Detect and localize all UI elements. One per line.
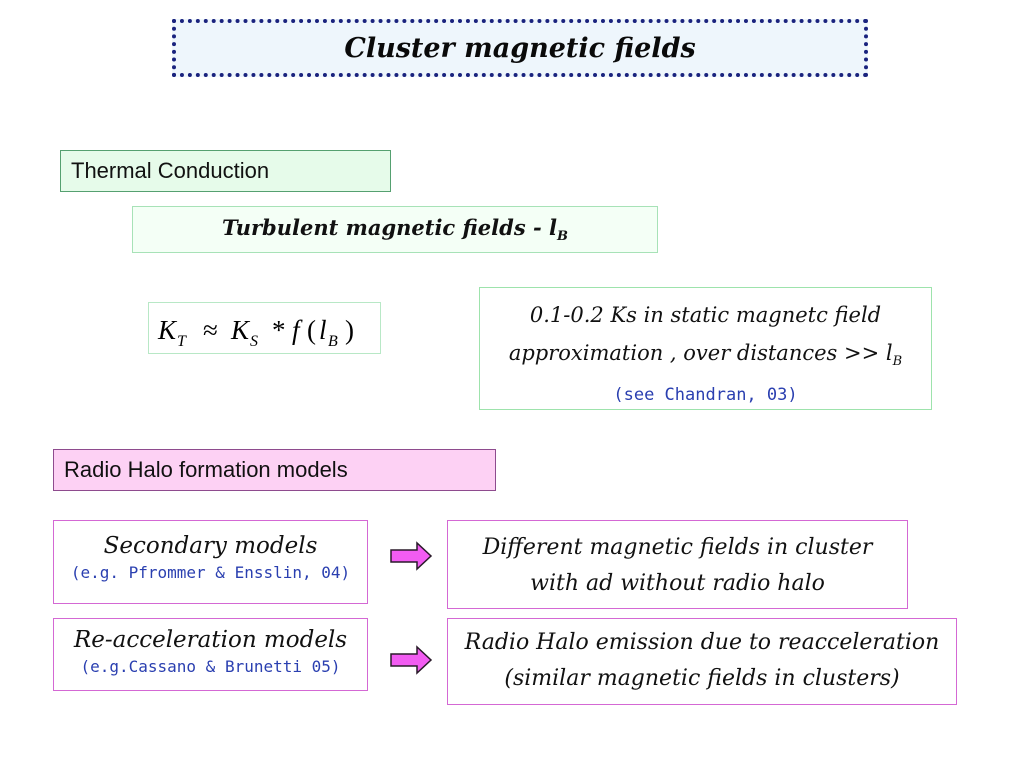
conductivity-formula: K T ≈ K S * f ( l B ) bbox=[157, 315, 354, 350]
conductivity-note-line-2-text: approximation , over distances >> l bbox=[508, 341, 893, 365]
conductivity-reference: (see Chandran, 03) bbox=[613, 385, 798, 406]
secondary-outcome-line-2: with ad without radio halo bbox=[530, 571, 825, 596]
turbulent-fields-text: Turbulent magnetic fields - l bbox=[222, 214, 557, 240]
reacceleration-models-title: Re-acceleration models bbox=[73, 627, 348, 653]
slide-title: Cluster magnetic fields bbox=[344, 32, 696, 64]
conductivity-note-box: 0.1-0.2 Ks in static magnetc field appro… bbox=[479, 287, 932, 410]
conductivity-note-line-1: 0.1-0.2 Ks in static magnetc field bbox=[529, 303, 882, 327]
formula-sub-t: T bbox=[177, 333, 187, 350]
conductivity-note-line-2: approximation , over distances >> lB bbox=[480, 334, 931, 381]
reacceleration-models-box: Re-acceleration models (e.g.Cassano & Br… bbox=[53, 618, 368, 691]
radio-halo-header: Radio Halo formation models bbox=[53, 449, 496, 491]
slide-title-box: Cluster magnetic fields bbox=[172, 19, 868, 77]
formula-rparen: ) bbox=[345, 315, 354, 345]
secondary-outcome-line-1: Different magnetic fields in cluster bbox=[482, 535, 873, 560]
formula-k-t: K bbox=[157, 315, 178, 345]
turbulent-fields-label: Turbulent magnetic fields - lB bbox=[222, 215, 568, 244]
thermal-conduction-header: Thermal Conduction bbox=[60, 150, 391, 192]
conductivity-note-subscript: B bbox=[892, 354, 903, 370]
formula-f: f bbox=[292, 315, 303, 345]
formula-lparen: ( bbox=[307, 315, 316, 345]
reacceleration-models-outcome-box: Radio Halo emission due to reacceleratio… bbox=[447, 618, 957, 705]
radio-halo-label: Radio Halo formation models bbox=[64, 457, 348, 482]
formula-sub-s: S bbox=[250, 333, 258, 350]
conductivity-formula-box: K T ≈ K S * f ( l B ) bbox=[148, 302, 381, 354]
reacceleration-outcome-line-2: (similar magnetic fields in clusters) bbox=[504, 666, 900, 691]
formula-l: l bbox=[319, 315, 327, 345]
secondary-models-title: Secondary models bbox=[103, 533, 318, 559]
thermal-conduction-label: Thermal Conduction bbox=[71, 158, 270, 183]
reacceleration-models-reference: (e.g.Cassano & Brunetti 05) bbox=[80, 657, 341, 676]
formula-star: * bbox=[272, 315, 286, 345]
secondary-models-reference: (e.g. Pfrommer & Ensslin, 04) bbox=[70, 563, 351, 582]
turbulent-fields-subscript: B bbox=[556, 229, 568, 245]
right-arrow-icon bbox=[390, 645, 433, 675]
secondary-models-outcome-box: Different magnetic fields in cluster wit… bbox=[447, 520, 908, 609]
formula-k-s: K bbox=[230, 315, 251, 345]
formula-sub-b: B bbox=[328, 333, 338, 350]
reacceleration-outcome-line-1: Radio Halo emission due to reacceleratio… bbox=[464, 630, 940, 655]
turbulent-fields-box: Turbulent magnetic fields - lB bbox=[132, 206, 658, 253]
formula-approx: ≈ bbox=[203, 315, 218, 345]
secondary-models-box: Secondary models (e.g. Pfrommer & Enssli… bbox=[53, 520, 368, 604]
right-arrow-icon bbox=[390, 541, 433, 571]
